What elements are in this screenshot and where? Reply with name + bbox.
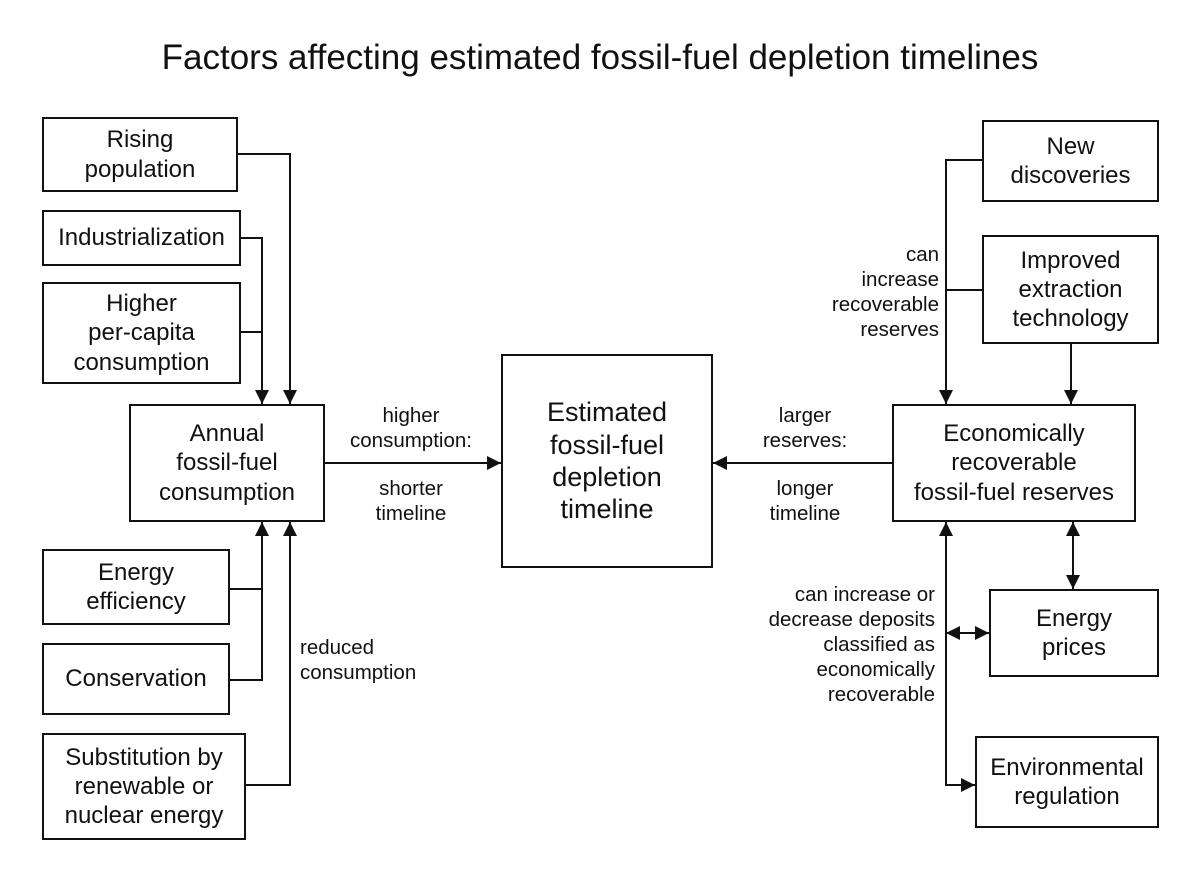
depletion-timeline-box: Estimated fossil-fuel depletion timeline bbox=[501, 354, 713, 568]
can-increase-reserves-label: can increase recoverable reserves bbox=[831, 243, 939, 341]
reserves-regulation-arrow bbox=[939, 522, 975, 792]
recoverable-reserves-box: Economically recoverable fossil-fuel res… bbox=[892, 404, 1136, 522]
longer-timeline-label: longer timeline bbox=[769, 477, 841, 525]
higher-consumption-label: higher consumption: bbox=[350, 404, 472, 452]
reduced-consumption-label: reduced consumption bbox=[300, 636, 417, 684]
rising-population-arrow bbox=[237, 153, 297, 404]
energy-efficiency-box: Energy efficiency bbox=[42, 549, 230, 625]
higher-per-capita-box: Higher per-capita consumption bbox=[42, 282, 241, 384]
rising-population-box: Rising population bbox=[42, 117, 238, 192]
conservation-box: Conservation bbox=[42, 643, 230, 715]
improved-extraction-box: Improved extraction technology bbox=[982, 235, 1159, 344]
annual-consumption-box: Annual fossil-fuel consumption bbox=[129, 404, 325, 522]
new-discoveries-box: New discoveries bbox=[982, 120, 1159, 202]
larger-reserves-label: larger reserves: bbox=[762, 404, 848, 452]
efficiency-conservation-arrow bbox=[229, 522, 269, 590]
environmental-regulation-box: Environmental regulation bbox=[975, 736, 1159, 828]
substitution-box: Substitution by renewable or nuclear ene… bbox=[42, 733, 246, 840]
discoveries-arrow bbox=[939, 159, 982, 404]
increase-or-decrease-label: can increase or decrease deposits classi… bbox=[768, 583, 935, 706]
industrialization-arrow bbox=[240, 237, 269, 404]
energy-prices-box: Energy prices bbox=[989, 589, 1159, 677]
shorter-timeline-label: shorter timeline bbox=[375, 477, 447, 525]
industrialization-box: Industrialization bbox=[42, 210, 241, 266]
conservation-connector bbox=[229, 589, 263, 681]
substitution-arrow bbox=[245, 522, 297, 786]
diagram-title: Factors affecting estimated fossil-fuel … bbox=[161, 38, 1039, 77]
